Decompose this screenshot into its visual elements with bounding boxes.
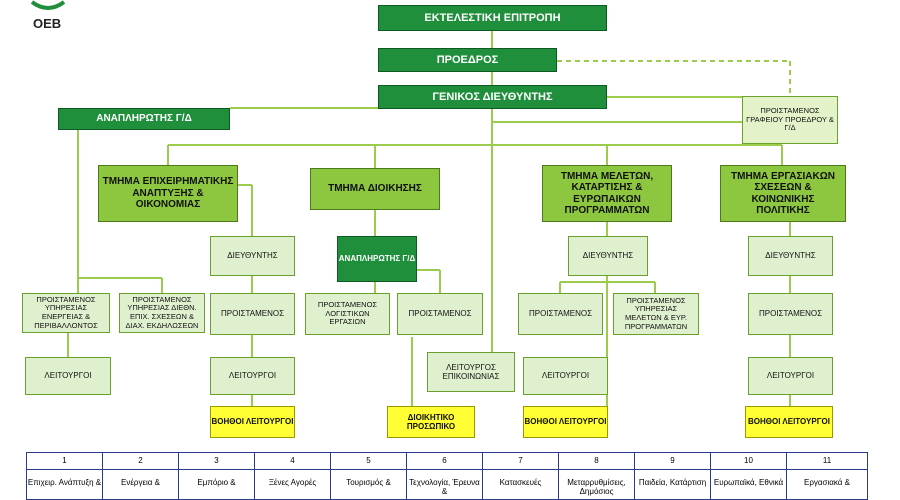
table-cell-text: Ευρωπαϊκά, Εθνικά — [713, 478, 784, 487]
officers-box-3: ΛΕΙΤΟΥΡΓΟΙ — [523, 357, 608, 395]
deputy-gd-label: ΑΝΑΠΛΗΡΩΤΗΣ Γ/Δ — [96, 113, 192, 125]
assistant-officers-label-2: ΒΟΗΘΟΙ ΛΕΙΤΟΥΡΓΟΙ — [524, 417, 607, 427]
president-box: ΠΡΟΕΔΡΟΣ — [378, 48, 557, 72]
deputy-gd-small-box: ΑΝΑΠΛΗΡΩΤΗΣ Γ/Δ — [337, 236, 417, 282]
director-label-4: ΔΙΕΥΘΥΝΤΗΣ — [765, 251, 816, 261]
head-label-4: ΠΡΟΙΣΤΑΜΕΝΟΣ — [758, 309, 823, 319]
assistant-officers-label-3: ΒΟΗΘΟΙ ΛΕΙΤΟΥΡΓΟΙ — [748, 417, 830, 427]
office-head-box: ΠΡΟΙΣΤΑΜΕΝΟΣ ΓΡΑΦΕΙΟΥ ΠΡΟΕΔΡΟΥ & Γ/Δ — [742, 96, 838, 144]
table-cell-number: 2 — [103, 453, 178, 470]
head-box-2: ΠΡΟΙΣΤΑΜΕΝΟΣ — [397, 293, 483, 335]
officers-box-2: ΛΕΙΤΟΥΡΓΟΙ — [210, 357, 295, 395]
dept-admin-label: ΤΜΗΜΑ ΔΙΟΙΚΗΣΗΣ — [328, 183, 422, 195]
officers-box-4: ΛΕΙΤΟΥΡΓΟΙ — [748, 357, 833, 395]
head-energy-box: ΠΡΟΙΣΤΑΜΕΝΟΣ ΥΠΗΡΕΣΙΑΣ ΕΝΕΡΓΕΙΑΣ & ΠΕΡΙΒ… — [22, 293, 110, 333]
table-cell-number: 7 — [483, 453, 558, 470]
logo-icon — [30, 0, 66, 10]
officers-label-2: ΛΕΙΤΟΥΡΓΟΙ — [228, 371, 277, 381]
dept-admin-box: ΤΜΗΜΑ ΔΙΟΙΚΗΣΗΣ — [310, 168, 440, 210]
head-studies-box: ΠΡΟΙΣΤΑΜΕΝΟΣ ΥΠΗΡΕΣΙΑΣ ΜΕΛΕΤΩΝ & ΕΥΡ. ΠΡ… — [613, 293, 699, 335]
dept-business-label: ΤΜΗΜΑ ΕΠΙΧΕΙΡΗΜΑΤΙΚΗΣ ΑΝΑΠΤΥΞΗΣ & ΟΙΚΟΝΟ… — [102, 176, 234, 211]
head-label-1: ΠΡΟΙΣΤΑΜΕΝΟΣ — [220, 309, 285, 319]
table-cell-number: 10 — [711, 453, 786, 470]
assistant-officers-box-2: ΒΟΗΘΟΙ ΛΕΙΤΟΥΡΓΟΙ — [523, 406, 608, 438]
table-cell-number: 5 — [331, 453, 406, 470]
head-accounting-box: ΠΡΟΙΣΤΑΜΕΝΟΣ ΛΟΓΙΣΤΙΚΩΝ ΕΡΓΑΣΙΩΝ — [305, 293, 390, 335]
assistant-officers-box-3: ΒΟΗΘΟΙ ΛΕΙΤΟΥΡΓΟΙ — [745, 406, 833, 438]
admin-staff-label: ΔΙΟΙΚΗΤΙΚΟ ΠΡΟΣΩΠΙΚΟ — [406, 412, 456, 431]
table-cell-number: 6 — [407, 453, 482, 470]
dept-labour-box: ΤΜΗΜΑ ΕΡΓΑΣΙΑΚΩΝ ΣΧΕΣΕΩΝ & ΚΟΙΝΩΝΙΚΗΣ ΠΟ… — [720, 165, 846, 222]
head-box-4: ΠΡΟΙΣΤΑΜΕΝΟΣ — [748, 293, 833, 335]
table-cell-text: Κατασκευές — [499, 478, 542, 487]
head-intl-box: ΠΡΟΙΣΤΑΜΕΝΟΣ ΥΠΗΡΕΣΙΑΣ ΔΙΕΘΝ. ΕΠΙΧ. ΣΧΕΣ… — [119, 293, 205, 333]
table-cell-text: Ενέργεια & — [121, 478, 160, 487]
office-head-label: ΠΡΟΙΣΤΑΜΕΝΟΣ ΓΡΑΦΕΙΟΥ ΠΡΟΕΔΡΟΥ & Γ/Δ — [746, 106, 834, 133]
comm-officer-label: ΛΕΙΤΟΥΡΓΟΣ ΕΠΙΚΟΙΝΩΝΙΑΣ — [442, 362, 500, 381]
director-label-1: ΔΙΕΥΘΥΝΤΗΣ — [227, 251, 278, 261]
general-director-label: ΓΕΝΙΚΟΣ ΔΙΕΥΘΥΝΤΗΣ — [432, 90, 553, 103]
head-label-2: ΠΡΟΙΣΤΑΜΕΝΟΣ — [408, 309, 472, 319]
admin-staff-box: ΔΙΟΙΚΗΤΙΚΟ ΠΡΟΣΩΠΙΚΟ — [387, 406, 475, 438]
director-box-1: ΔΙΕΥΘΥΝΤΗΣ — [210, 236, 295, 276]
table-cell-text: Τουρισμός & — [346, 478, 391, 487]
table-cell-text: Μεταρρυθμίσεις, Δημόσιος — [567, 478, 626, 496]
assistant-officers-label-1: ΒΟΗΘΟΙ ΛΕΙΤΟΥΡΓΟΙ — [211, 417, 294, 427]
director-label-3: ΔΙΕΥΘΥΝΤΗΣ — [582, 251, 634, 261]
dept-studies-box: ΤΜΗΜΑ ΜΕΛΕΤΩΝ, ΚΑΤΑΡΤΙΣΗΣ & ΕΥΡΩΠΑΙΚΩΝ Π… — [542, 165, 672, 222]
head-intl-label: ΠΡΟΙΣΤΑΜΕΝΟΣ ΥΠΗΡΕΣΙΑΣ ΔΙΕΘΝ. ΕΠΙΧ. ΣΧΕΣ… — [125, 294, 199, 330]
head-energy-label: ΠΡΟΙΣΤΑΜΕΝΟΣ ΥΠΗΡΕΣΙΑΣ ΕΝΕΡΓΕΙΑΣ & ΠΕΡΙΒ… — [34, 294, 98, 330]
table-cell-number: 3 — [179, 453, 254, 470]
dept-studies-label: ΤΜΗΜΑ ΜΕΛΕΤΩΝ, ΚΑΤΑΡΤΙΣΗΣ & ΕΥΡΩΠΑΙΚΩΝ Π… — [560, 170, 654, 217]
deputy-gd-box: ΑΝΑΠΛΗΡΩΤΗΣ Γ/Δ — [58, 108, 230, 130]
head-label-3: ΠΡΟΙΣΤΑΜΕΝΟΣ — [528, 309, 593, 319]
dept-business-box: ΤΜΗΜΑ ΕΠΙΧΕΙΡΗΜΑΤΙΚΗΣ ΑΝΑΠΤΥΞΗΣ & ΟΙΚΟΝΟ… — [98, 165, 238, 222]
head-accounting-label: ΠΡΟΙΣΤΑΜΕΝΟΣ ΛΟΓΙΣΤΙΚΩΝ ΕΡΓΑΣΙΩΝ — [317, 300, 378, 327]
table-cell-number: 4 — [255, 453, 330, 470]
head-box-1: ΠΡΟΙΣΤΑΜΕΝΟΣ — [210, 293, 295, 335]
table-cell-text: Παιδεία, Κατάρτιση — [638, 478, 707, 487]
table-cell-text: Εμπόριο & — [197, 478, 236, 487]
officers-box-1: ΛΕΙΤΟΥΡΓΟΙ — [25, 357, 111, 395]
director-box-4: ΔΙΕΥΘΥΝΤΗΣ — [748, 236, 833, 276]
logo — [28, 0, 68, 20]
table-cell-text: Ξένες Αγορές — [268, 478, 317, 487]
executive-committee-box: ΕΚΤΕΛΕΣΤΙΚΗ ΕΠΙΤΡΟΠΗ — [378, 5, 607, 31]
head-box-3: ΠΡΟΙΣΤΑΜΕΝΟΣ — [518, 293, 603, 335]
table-cell-text: Επιχειρ. Ανάπτυξη & — [27, 478, 102, 487]
comm-officer-box: ΛΕΙΤΟΥΡΓΟΣ ΕΠΙΚΟΙΝΩΝΙΑΣ — [427, 352, 515, 392]
deputy-gd-small-label: ΑΝΑΠΛΗΡΩΤΗΣ Γ/Δ — [338, 254, 416, 264]
president-label: ΠΡΟΕΔΡΟΣ — [436, 53, 499, 66]
dept-labour-label: ΤΜΗΜΑ ΕΡΓΑΣΙΑΚΩΝ ΣΧΕΣΕΩΝ & ΚΟΙΝΩΝΙΚΗΣ ΠΟ… — [731, 170, 835, 217]
executive-committee-label: ΕΚΤΕΛΕΣΤΙΚΗ ΕΠΙΤΡΟΠΗ — [424, 11, 561, 24]
officers-label-1: ΛΕΙΤΟΥΡΓΟΙ — [44, 371, 92, 381]
table-cell-text: Εργασιακά & — [804, 478, 850, 487]
table-cell-text: Τεχνολογία, Έρευνα & — [409, 478, 480, 496]
assistant-officers-box-1: ΒΟΗΘΟΙ ΛΕΙΤΟΥΡΓΟΙ — [210, 406, 295, 438]
table-cell-number: 11 — [787, 453, 867, 470]
table-cell-number: 1 — [27, 453, 102, 470]
officers-label-4: ΛΕΙΤΟΥΡΓΟΙ — [766, 371, 815, 381]
officers-label-3: ΛΕΙΤΟΥΡΓΟΙ — [541, 371, 590, 381]
table-cell-number: 9 — [635, 453, 710, 470]
director-box-3: ΔΙΕΥΘΥΝΤΗΣ — [568, 236, 648, 276]
table-cell-number: 8 — [559, 453, 634, 470]
general-director-box: ΓΕΝΙΚΟΣ ΔΙΕΥΘΥΝΤΗΣ — [378, 85, 607, 109]
logo-text: ΟΕΒ — [33, 16, 62, 31]
head-studies-label: ΠΡΟΙΣΤΑΜΕΝΟΣ ΥΠΗΡΕΣΙΑΣ ΜΕΛΕΤΩΝ & ΕΥΡ. ΠΡ… — [624, 295, 688, 331]
